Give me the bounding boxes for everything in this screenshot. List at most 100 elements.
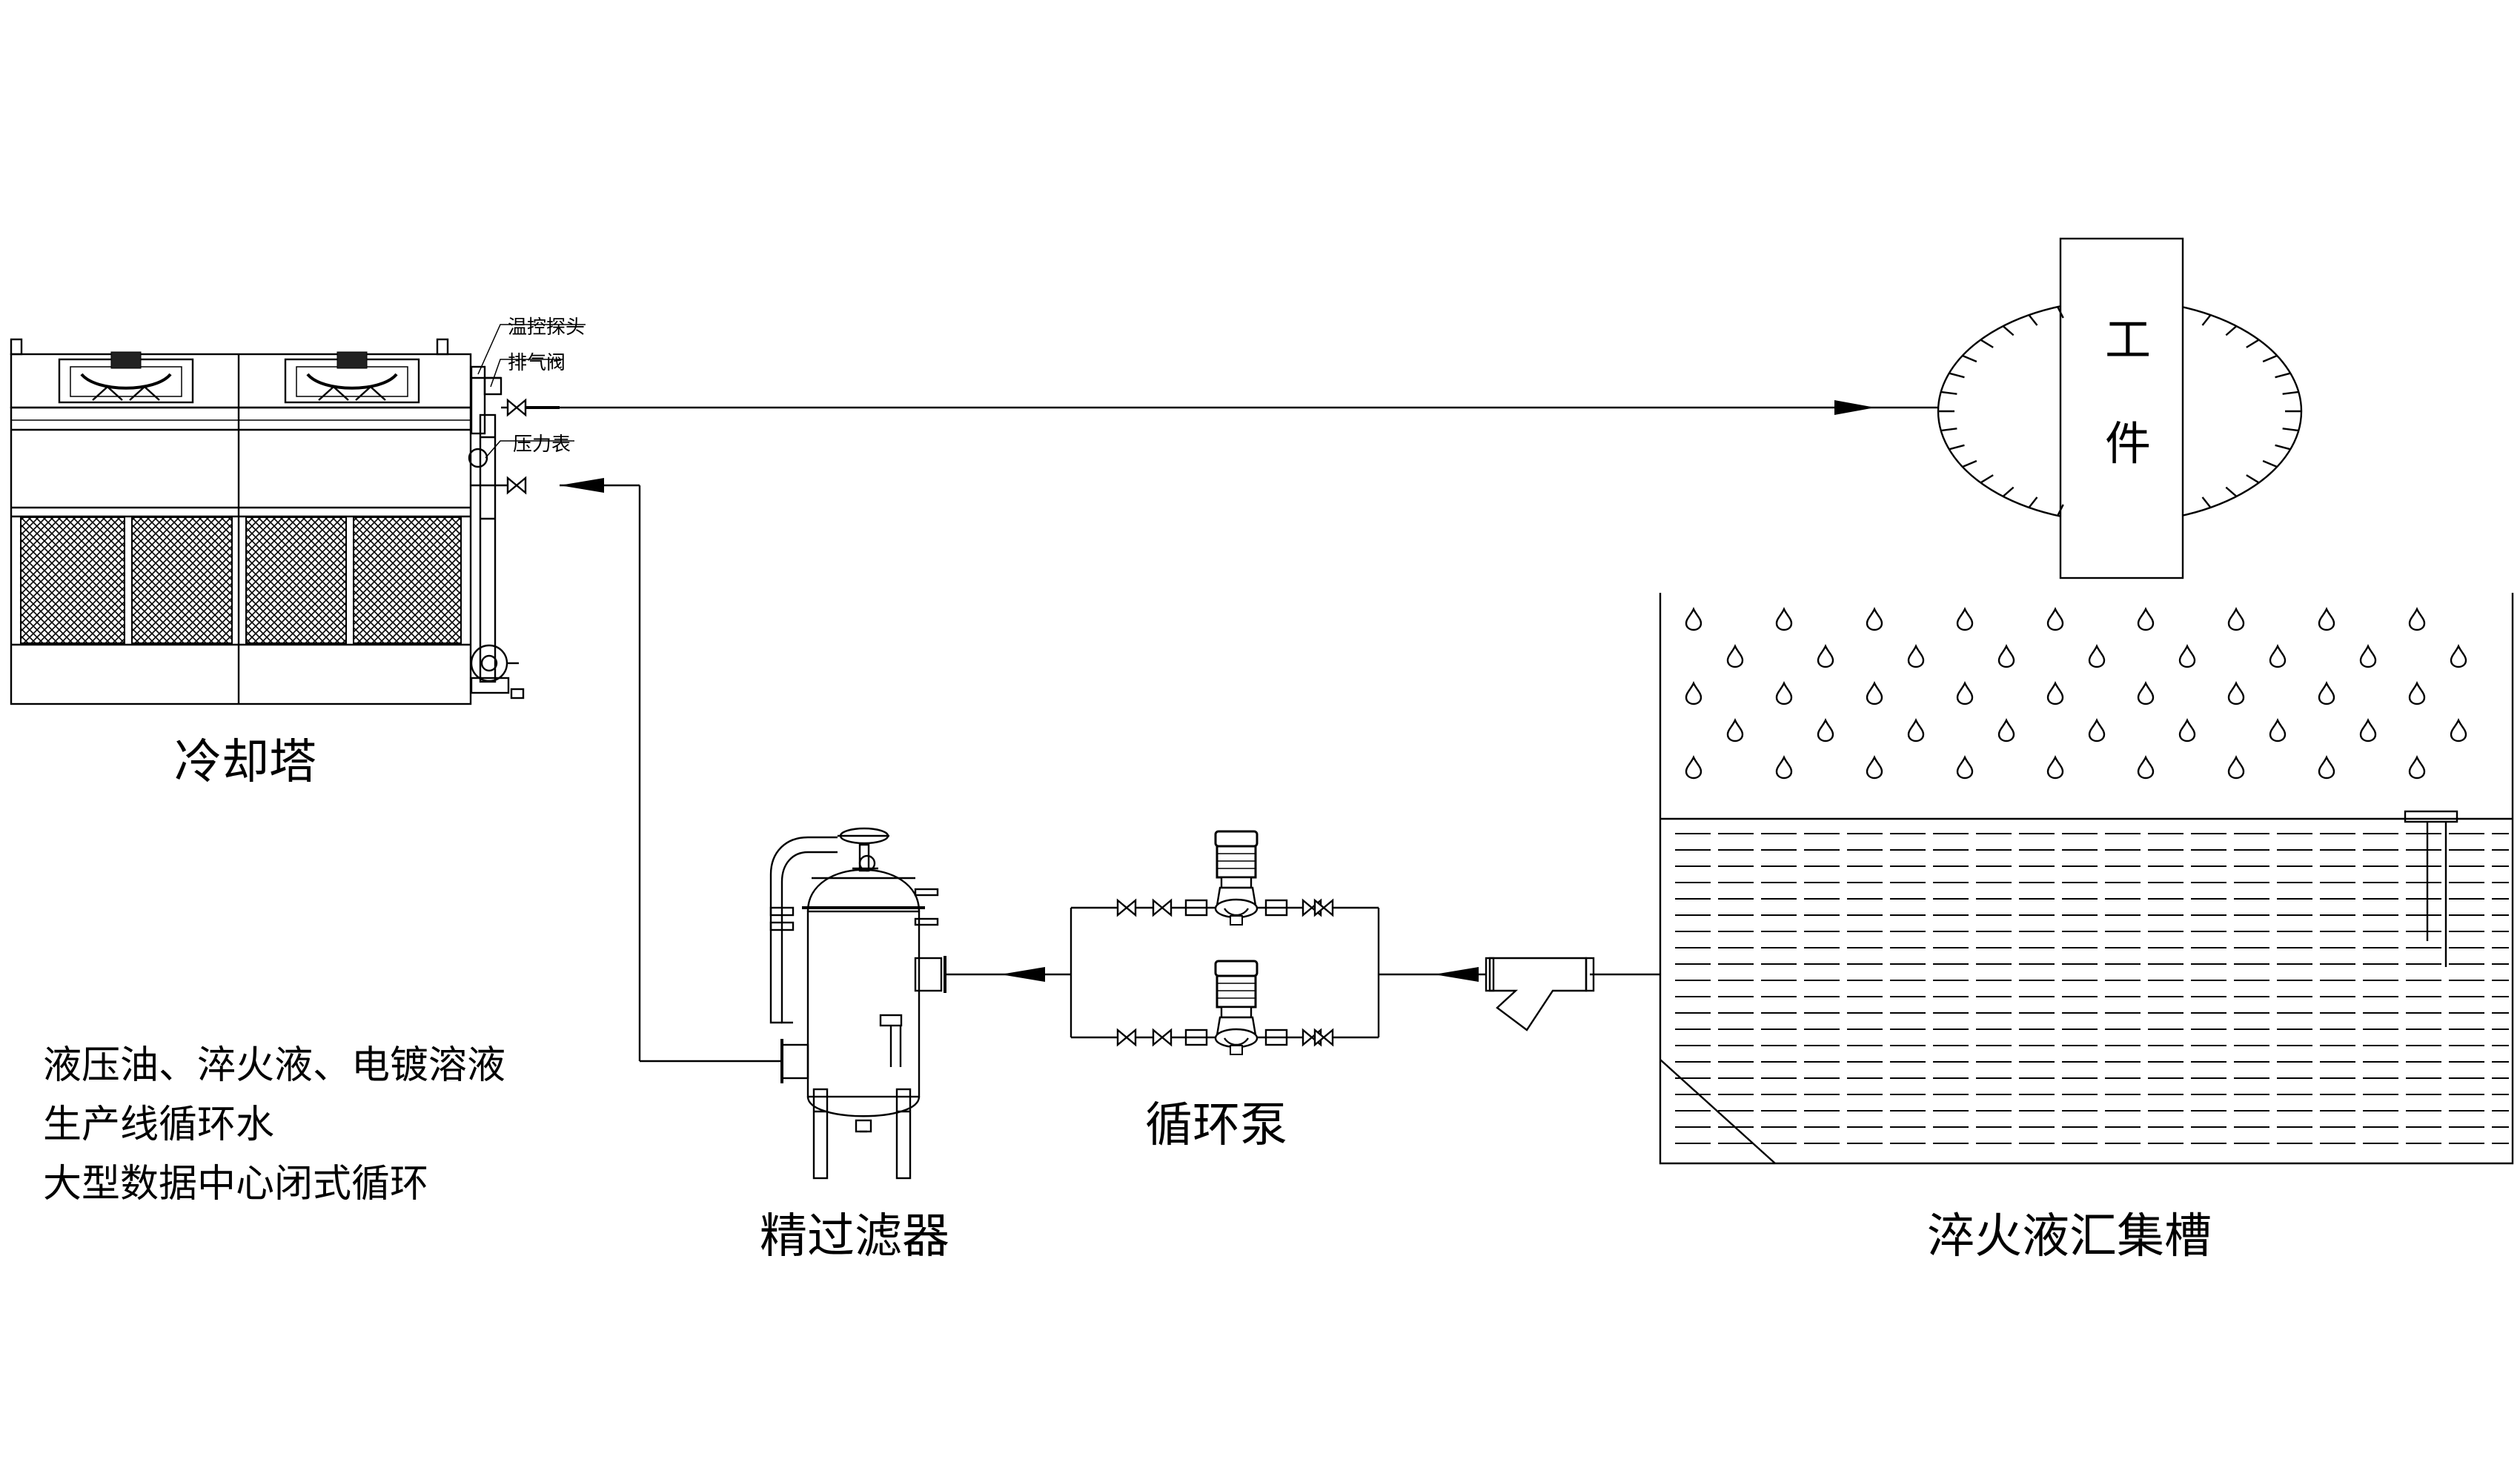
pump-icon xyxy=(1214,960,1259,1056)
valve-icon xyxy=(506,476,527,494)
application-item: 生产线循环水 xyxy=(43,1103,274,1147)
spray-tick xyxy=(1940,391,1957,395)
droplet-icon xyxy=(2046,756,2064,780)
pump-manifold xyxy=(945,830,1380,1056)
droplet-icon xyxy=(2359,645,2377,668)
droplet-icon xyxy=(2227,682,2245,705)
spray-tick xyxy=(1962,354,1977,363)
level-sensor-icon xyxy=(2404,810,2458,967)
spray-tick xyxy=(2246,474,2260,484)
pump-icon xyxy=(1214,830,1259,926)
droplet-icon xyxy=(1866,682,1883,705)
spray-tick xyxy=(2028,496,2038,508)
droplet-icon xyxy=(1997,645,2015,668)
louver-mesh xyxy=(20,516,125,644)
louver-mesh xyxy=(245,516,347,644)
spray-tick xyxy=(1962,459,1977,468)
droplet-icon xyxy=(2269,645,2287,668)
spray-nozzles xyxy=(1938,306,2301,516)
droplet-icon xyxy=(1907,645,1925,668)
quench-tank xyxy=(1659,593,2514,1165)
spray-tick xyxy=(1940,428,1957,432)
droplet-icon xyxy=(2318,756,2335,780)
spray-tick xyxy=(2246,339,2260,348)
droplet-icon xyxy=(2318,608,2335,631)
droplet-icon xyxy=(2046,682,2064,705)
droplet-icon xyxy=(2408,756,2426,780)
valve-icon xyxy=(1313,1029,1334,1046)
droplet-icon xyxy=(2450,645,2467,668)
application-item: 大型数据中心闭式循环 xyxy=(43,1162,428,1206)
spray-tick xyxy=(2201,314,2212,326)
spray-tick xyxy=(2002,325,2015,336)
valve-icon xyxy=(1313,899,1334,917)
droplet-icon xyxy=(2178,645,2196,668)
spray-tick xyxy=(2201,496,2212,508)
droplet-icon xyxy=(2046,608,2064,631)
fan-unit xyxy=(58,351,194,404)
droplet-icon xyxy=(2359,719,2377,742)
droplet-icon xyxy=(2178,719,2196,742)
droplet-icon xyxy=(2227,608,2245,631)
spray-tick xyxy=(2282,428,2299,432)
spray-tick xyxy=(2057,504,2064,516)
droplet-icon xyxy=(2318,682,2335,705)
arrow-icon xyxy=(1001,967,1045,982)
droplet-icon xyxy=(2269,719,2287,742)
spray-tick xyxy=(2002,486,2015,497)
spray-tick xyxy=(1949,444,1965,451)
valve-icon xyxy=(1116,1029,1137,1046)
spray-tick xyxy=(1949,372,1965,379)
pressure-gauge-icon xyxy=(468,448,488,468)
spray-tick xyxy=(2262,354,2278,363)
louver-mesh xyxy=(131,516,233,644)
droplet-icon xyxy=(2088,719,2106,742)
droplet-icon xyxy=(2408,608,2426,631)
droplet-icon xyxy=(1866,608,1883,631)
spray-tick xyxy=(2028,314,2038,326)
valve-icon xyxy=(1152,899,1173,917)
arrow-icon xyxy=(1434,967,1479,982)
louver-mesh xyxy=(353,516,462,644)
quench-tank-label: 淬火液汇集槽 xyxy=(1927,1209,2212,1264)
supply-pipe xyxy=(501,399,1938,416)
droplet-icon xyxy=(1956,608,1974,631)
droplet-icon xyxy=(1866,756,1883,780)
droplet-icon xyxy=(2450,719,2467,742)
temp-probe-label: 温控探头 xyxy=(508,316,585,339)
workpiece xyxy=(1937,237,2303,579)
droplet-icon xyxy=(1775,756,1793,780)
fine-filter xyxy=(506,476,946,1180)
droplet-icon xyxy=(2137,608,2155,631)
droplet-icon xyxy=(1726,645,1744,668)
droplet-icon xyxy=(1775,682,1793,705)
workpiece-char-2: 件 xyxy=(2105,416,2151,471)
valve-icon xyxy=(506,399,527,416)
spray-tick xyxy=(2275,444,2291,451)
spray-tick xyxy=(2225,486,2238,497)
arrow-icon xyxy=(560,478,604,493)
spray-tick xyxy=(2282,391,2299,395)
droplet-icon xyxy=(2137,756,2155,780)
fine-filter-label: 精过滤器 xyxy=(760,1209,949,1264)
spray-tick xyxy=(1980,339,1994,348)
tower-pump-icon xyxy=(470,644,508,682)
spray-tick xyxy=(2262,459,2278,468)
cooling-tower xyxy=(10,324,586,705)
circulation-pump-label: 循环泵 xyxy=(1145,1098,1287,1153)
cooling-tower-label: 冷却塔 xyxy=(174,735,316,790)
droplet-icon xyxy=(1817,719,1834,742)
droplet-icon xyxy=(1907,719,1925,742)
droplet-icon xyxy=(2137,682,2155,705)
droplet-icon xyxy=(2227,756,2245,780)
droplet-icon xyxy=(1685,756,1702,780)
droplet-icon xyxy=(1685,682,1702,705)
quench-droplets xyxy=(1685,608,2467,780)
droplet-icon xyxy=(1685,608,1702,631)
droplet-icon xyxy=(1956,756,1974,780)
droplet-icon xyxy=(1956,682,1974,705)
spray-tick xyxy=(2225,325,2238,336)
droplet-icon xyxy=(1726,719,1744,742)
spray-tick xyxy=(2057,306,2064,319)
